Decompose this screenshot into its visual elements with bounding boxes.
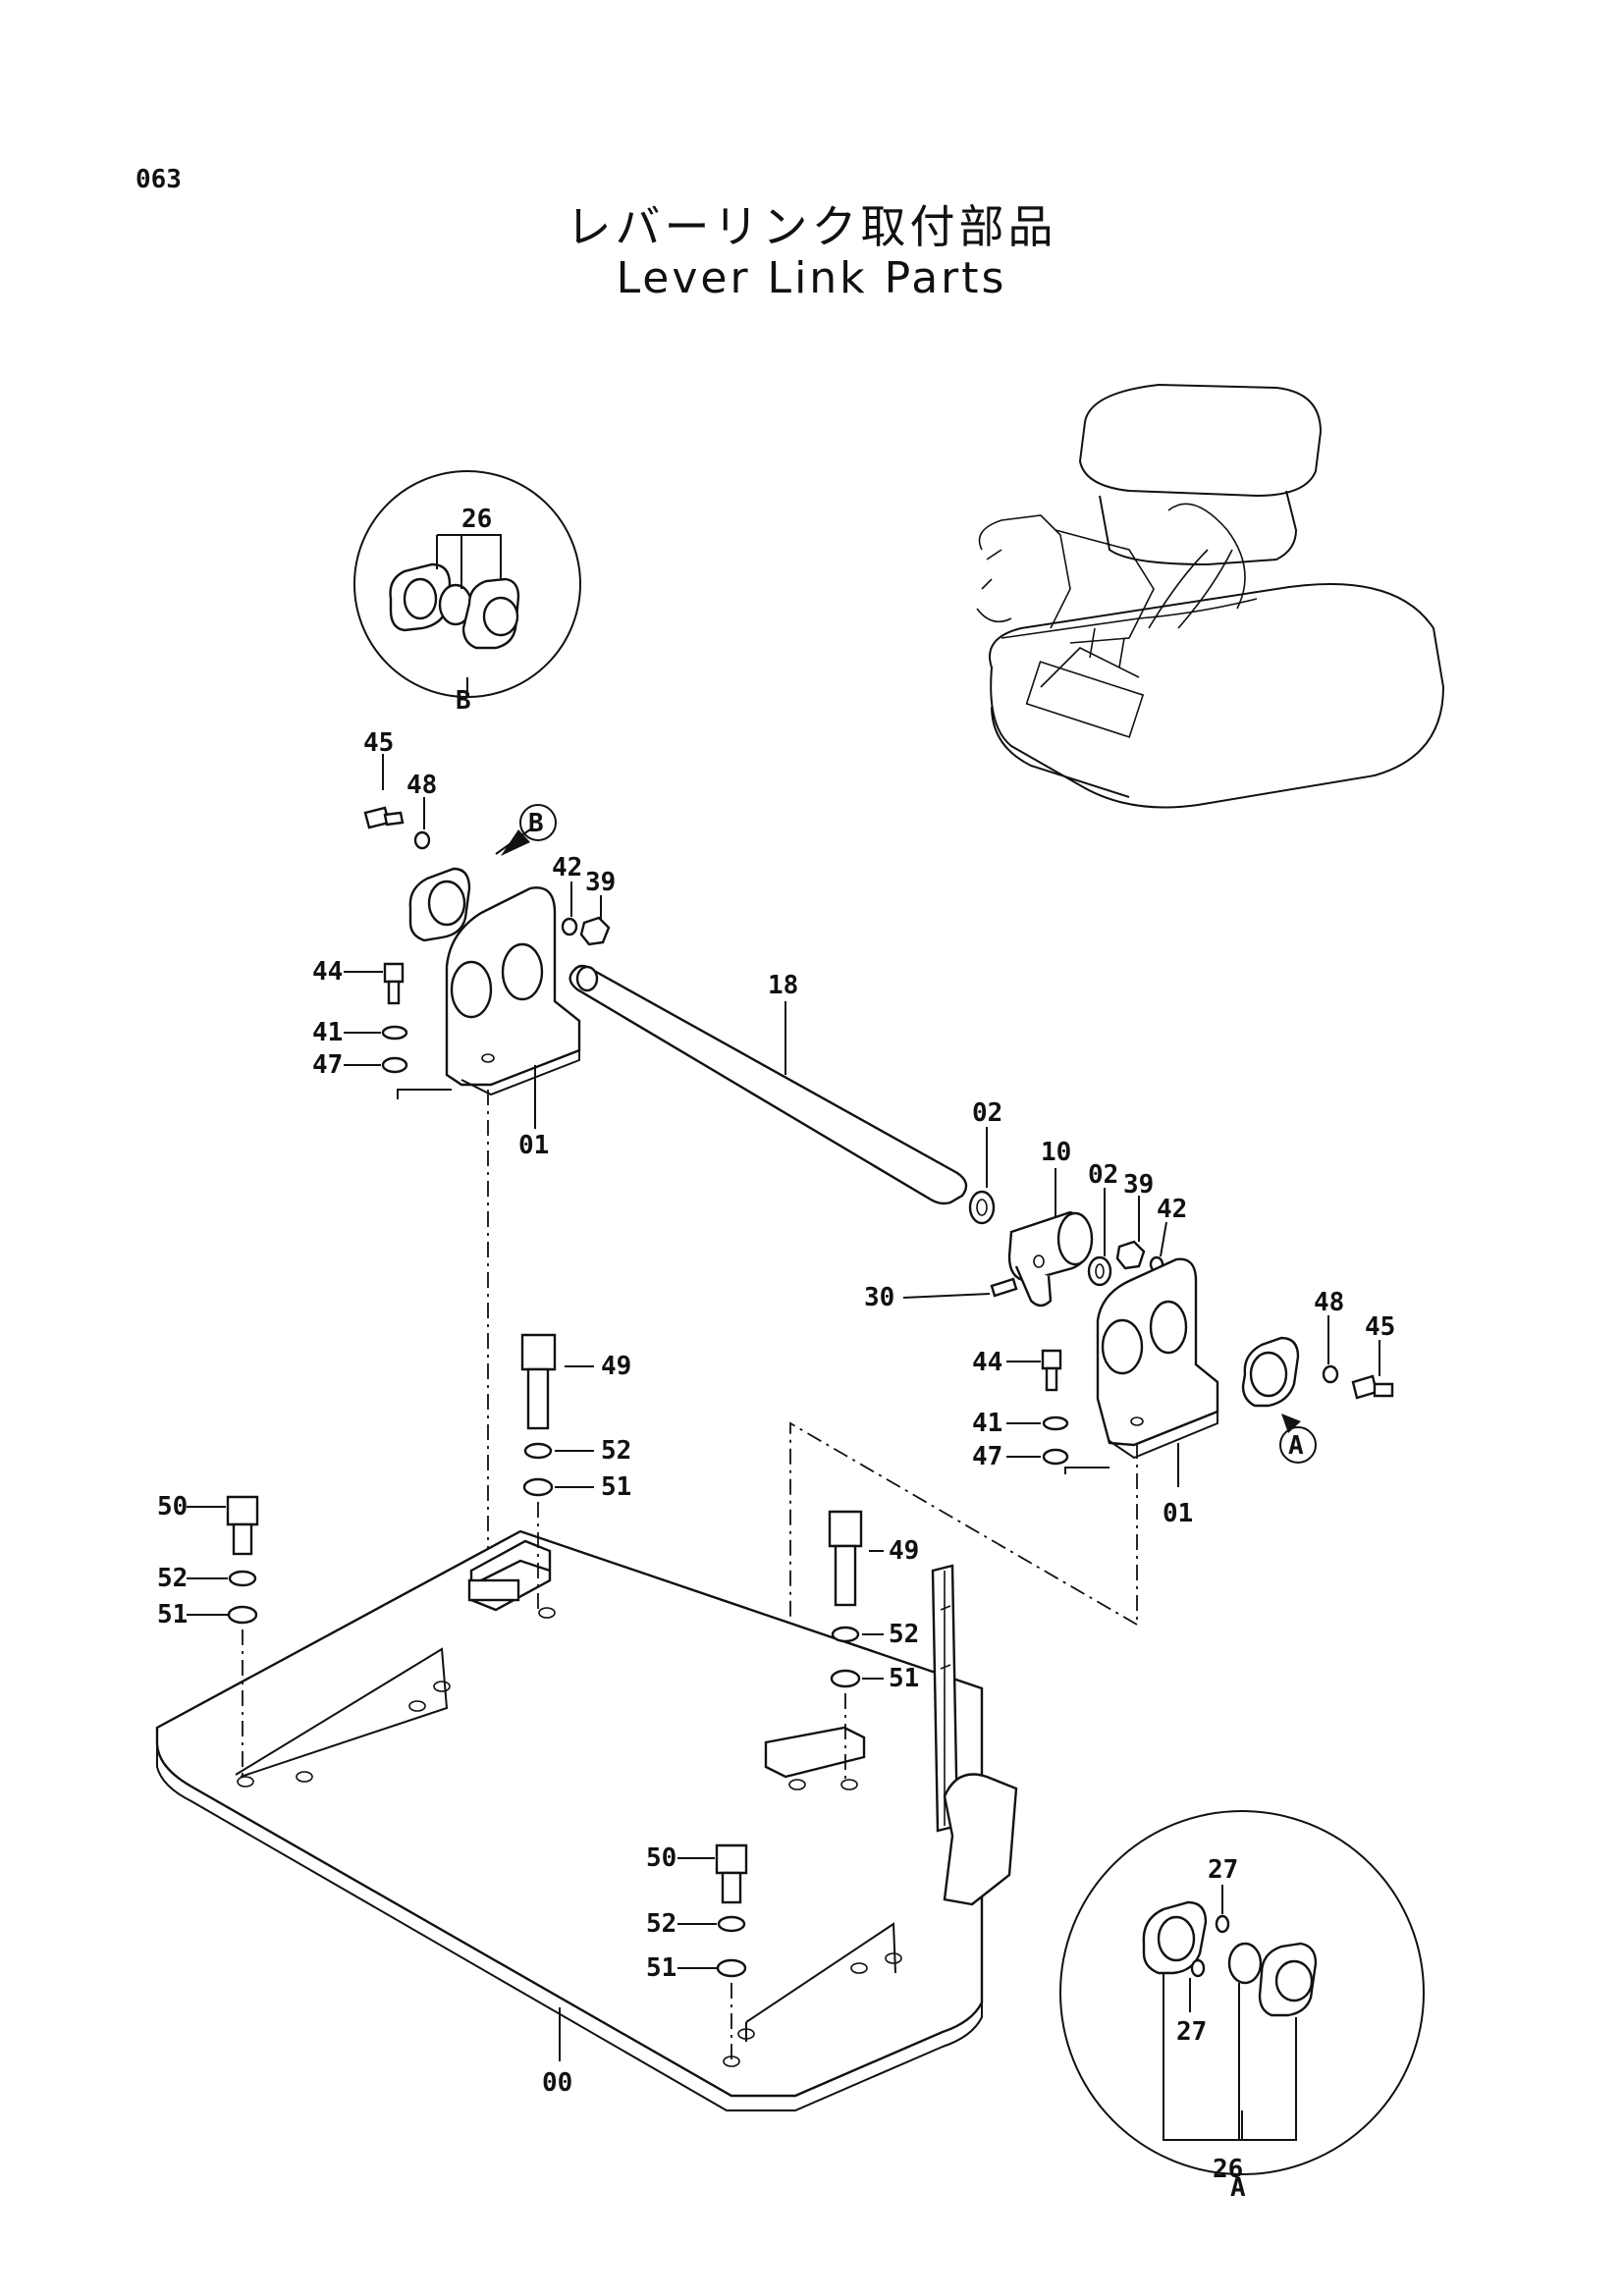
callout-42-right: 42 [1157,1195,1187,1224]
callout-52-bottom: 52 [646,1909,676,1939]
base-plate-00 [155,1529,1018,2111]
detail-a-circle [1059,1810,1425,2175]
callout-52: 52 [601,1436,631,1466]
callout-02-lower: 02 [1088,1160,1118,1190]
shaft-18 [568,964,968,1205]
callout-00: 00 [542,2068,572,2098]
callout-10: 10 [1041,1138,1071,1167]
callout-51-left: 51 [157,1600,188,1629]
callout-detail-a: A [1230,2173,1246,2203]
page-title-english: Lever Link Parts [616,253,1007,303]
left-bracket-01 [445,886,581,1096]
callout-52-right: 52 [889,1620,919,1649]
callout-52-left: 52 [157,1564,188,1593]
callout-47: 47 [312,1050,343,1080]
callout-39: 39 [585,868,616,897]
callout-01-left: 01 [518,1131,549,1160]
page-number: 063 [135,165,182,194]
boss-10 [1007,1210,1094,1308]
callout-45: 45 [363,728,394,758]
callout-41: 41 [312,1018,343,1047]
callout-30: 30 [864,1283,894,1312]
callout-a27-bottom: 27 [1176,2017,1207,2047]
callout-45-right: 45 [1365,1312,1395,1342]
callout-47-right: 47 [972,1442,1002,1471]
callout-50: 50 [157,1492,188,1522]
callout-detail-b: B [456,686,471,716]
callout-a26: 26 [1213,2155,1243,2184]
right-bracket-01 [1096,1257,1219,1460]
callout-39-right: 39 [1123,1170,1154,1200]
callout-51-right: 51 [889,1664,919,1693]
callout-48-right: 48 [1314,1288,1344,1317]
detail-b-circle [353,470,581,698]
callout-49-right: 49 [889,1536,919,1566]
callout-44-right: 44 [972,1348,1002,1377]
callout-18: 18 [768,971,798,1000]
callout-a27-top: 27 [1208,1855,1238,1885]
callout-51-bottom: 51 [646,1953,676,1983]
callout-marker-b: B [528,809,544,838]
excavator-overview-icon [976,383,1445,809]
callout-b26: 26 [461,505,492,534]
callout-44: 44 [312,957,343,987]
callout-41-right: 41 [972,1409,1002,1438]
callout-49: 49 [601,1352,631,1381]
callout-50-bottom: 50 [646,1843,676,1873]
callout-42: 42 [552,853,582,882]
callout-marker-a: A [1288,1431,1304,1461]
callout-48: 48 [406,771,437,800]
callout-02-upper: 02 [972,1098,1002,1128]
callout-51: 51 [601,1472,631,1502]
callout-01-right: 01 [1163,1499,1193,1528]
page-title-japanese: レバーリンク取付部品 [566,200,1057,253]
